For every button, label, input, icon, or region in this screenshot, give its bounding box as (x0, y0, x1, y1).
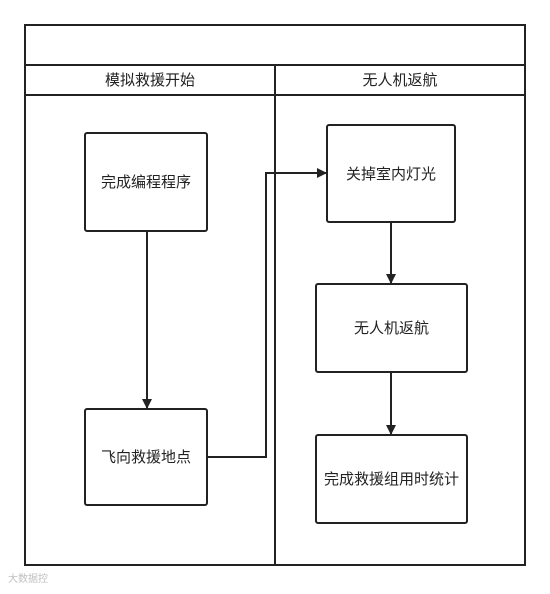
node-label: 完成救援组用时统计 (323, 470, 459, 488)
node-label: 无人机返航 (353, 319, 429, 337)
node-turn-off-lights[interactable]: 关掉室内灯光 (326, 124, 456, 223)
node-label: 关掉室内灯光 (345, 164, 436, 183)
lane-title-right: 无人机返航 (362, 71, 438, 89)
watermark: 大数据控 (8, 574, 48, 585)
node-complete-programming[interactable]: 完成编程程序 (84, 132, 208, 232)
edge-n2-n3 (207, 168, 327, 458)
node-rescue-time-stats[interactable]: 完成救援组用时统计 (315, 434, 468, 524)
node-label: 飞向救援地点 (100, 448, 191, 466)
lane-title-left: 模拟救援开始 (104, 71, 195, 89)
node-label: 完成编程程序 (100, 173, 191, 191)
node-fly-to-rescue-site[interactable]: 飞向救援地点 (84, 408, 208, 506)
node-drone-return[interactable]: 无人机返航 (315, 283, 468, 373)
